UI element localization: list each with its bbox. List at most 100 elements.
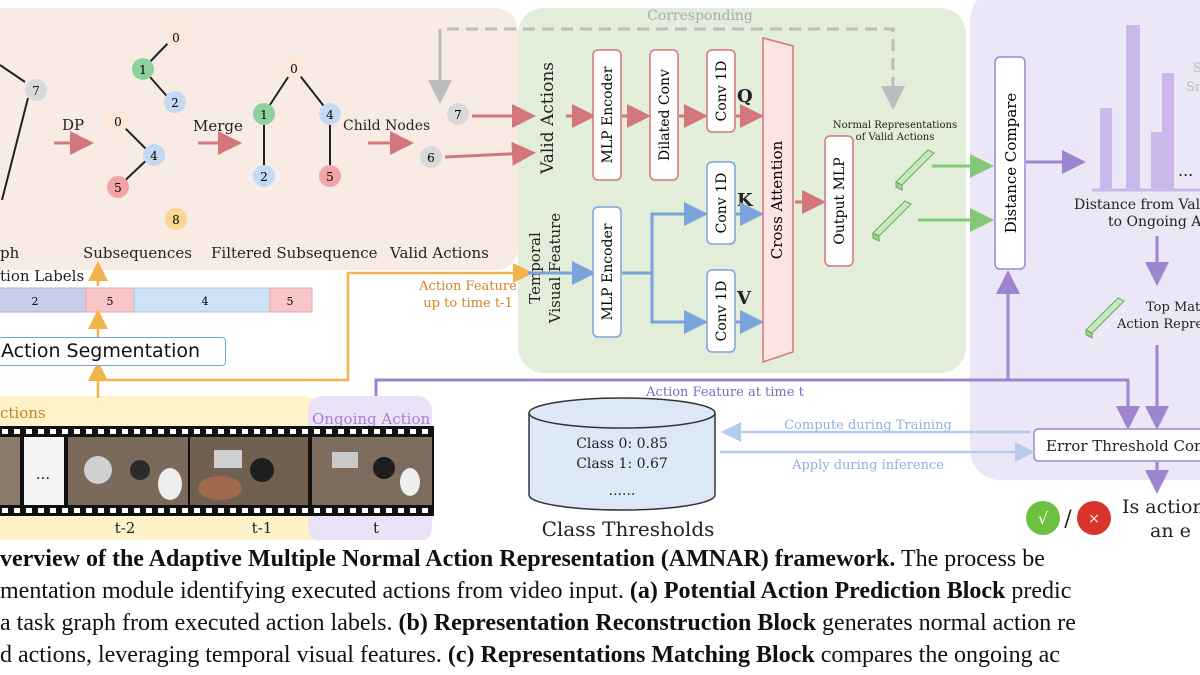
corresponding-arrow — [438, 27, 905, 110]
filtered-subsequence-label: Filtered Subsequence — [211, 244, 378, 262]
corresponding-label: Corresponding — [647, 8, 753, 24]
svg-text:2: 2 — [171, 96, 179, 110]
svg-text:Conv 1D: Conv 1D — [714, 281, 730, 342]
histogram-dots: ... — [1178, 161, 1193, 180]
distance-from-label-2: to Ongoing Ac — [1108, 214, 1200, 230]
temporal-label-2: Visual Feature — [546, 213, 564, 324]
class-0-threshold: Class 0: 0.85 — [576, 436, 668, 452]
conv1d-q-box — [706, 49, 736, 133]
subsequences-label: Subsequences — [83, 244, 192, 262]
child-nodes-label: Child Nodes — [343, 118, 430, 134]
svg-text:Distance Compare: Distance Compare — [1002, 93, 1020, 234]
merge-label: Merge — [193, 117, 243, 135]
graph-label: ph — [0, 244, 20, 262]
filtered-subsequence: 0 1 2 4 5 — [253, 57, 341, 187]
past-actions-label: ctions — [0, 404, 46, 422]
dilated-conv-box — [649, 49, 679, 181]
class-thresholds-label: Class Thresholds — [542, 517, 715, 540]
k-label: K — [737, 190, 754, 211]
action-labels-title: tion Labels — [0, 267, 84, 285]
subsequences: 0 1 2 0 4 5 8 — [107, 26, 187, 230]
class-1-threshold: Class 1: 0.67 — [576, 456, 668, 472]
svg-text:MLP Encoder: MLP Encoder — [600, 223, 616, 320]
task-graph: 7 — [0, 64, 47, 201]
dp-label: DP — [62, 116, 84, 134]
caption-line-4: d actions, leveraging temporal visual fe… — [0, 642, 1060, 668]
svg-text:Conv 1D: Conv 1D — [714, 61, 730, 122]
svg-text:1: 1 — [260, 108, 268, 122]
svg-text:5: 5 — [114, 181, 122, 195]
svg-text:8: 8 — [172, 213, 180, 227]
svg-text:5: 5 — [107, 295, 114, 308]
caption-line-3: a task graph from executed action labels… — [0, 610, 1076, 636]
time-label-t: t — [373, 519, 379, 537]
time-label-t1: t-1 — [252, 519, 273, 537]
film-strip — [0, 426, 434, 516]
top-match-vector — [1085, 297, 1125, 339]
normal-representation-vectors — [872, 149, 935, 242]
check-icon — [1026, 501, 1060, 535]
action-label-bar: 2 5 4 5 — [0, 287, 313, 313]
action-feature-t-label: Action Feature at time t — [645, 385, 804, 400]
output-mlp-box — [824, 135, 854, 267]
s-text-2: Sr — [1186, 80, 1200, 95]
action-segmentation-label: Action Segmentation — [1, 340, 201, 362]
svg-text:√: √ — [1038, 509, 1049, 528]
v-label: V — [736, 288, 752, 309]
svg-text:4: 4 — [150, 149, 158, 163]
action-feature-upto-arrow — [98, 263, 533, 382]
mlp-encoder-red — [592, 49, 622, 181]
frame-ellipsis: ... — [36, 465, 50, 483]
action-feature-upto-label-2: up to time t-1 — [423, 296, 512, 311]
action-feature-upto-label-1: Action Feature — [418, 279, 517, 294]
caption-line-1: verview of the Adaptive Multiple Normal … — [0, 546, 1045, 572]
svg-text:4: 4 — [326, 108, 334, 122]
svg-text:7: 7 — [454, 108, 462, 122]
svg-text:4: 4 — [202, 295, 209, 308]
ongoing-action-label: Ongoing Action — [312, 410, 431, 428]
svg-text:1: 1 — [139, 63, 147, 77]
svg-text:6: 6 — [427, 151, 435, 165]
temporal-label-1: Temporal — [526, 232, 544, 304]
svg-text:7: 7 — [32, 84, 40, 98]
valid-actions-label: Valid Actions — [389, 244, 489, 262]
conv1d-k-box — [706, 161, 736, 245]
cross-attention-box — [762, 37, 794, 364]
cross-icon — [1077, 501, 1111, 535]
conv1d-v-box — [706, 269, 736, 353]
panel-c — [970, 0, 1200, 480]
distance-histogram — [1092, 25, 1200, 192]
distance-from-label-1: Distance from Vali — [1074, 197, 1200, 213]
framework-diagram: 7 ph tion Labels DP 0 1 2 0 4 5 8 Subseq… — [0, 0, 1200, 540]
svg-text:0: 0 — [290, 62, 298, 76]
svg-text:Cross Attention: Cross Attention — [768, 140, 786, 259]
slash-separator: / — [1064, 507, 1072, 532]
class-threshold-dots: ...... — [609, 483, 636, 499]
svg-text:Dilated Conv: Dilated Conv — [657, 69, 673, 161]
svg-text:0: 0 — [114, 115, 122, 129]
graph-node-7 — [25, 79, 47, 101]
caption-line-2: mentation module identifying executed ac… — [0, 578, 1072, 604]
normal-reps-label-2: of Valid Actions — [856, 132, 935, 143]
valid-actions-vertical: Valid Actions — [538, 62, 558, 175]
svg-text:Output MLP: Output MLP — [832, 157, 848, 244]
apply-label: Apply during inference — [791, 458, 944, 473]
svg-text:5: 5 — [287, 295, 294, 308]
q-label: Q — [737, 86, 753, 107]
svg-text:Error Threshold Con: Error Threshold Con — [1046, 437, 1200, 455]
svg-text:×: × — [1088, 511, 1100, 527]
svg-text:MLP Encoder: MLP Encoder — [600, 66, 616, 163]
distance-compare-box — [994, 56, 1026, 270]
panel-b — [518, 8, 966, 373]
normal-reps-label-1: Normal Representations — [833, 120, 957, 131]
action-feature-t-arrow — [374, 378, 1140, 430]
mlp-encoder-blue — [592, 206, 622, 338]
svg-text:5: 5 — [326, 170, 334, 184]
class-thresholds-db — [528, 397, 716, 511]
compute-label: Compute during Training — [784, 418, 952, 433]
video-frame-gap — [24, 437, 64, 505]
time-label-t2: t-2 — [115, 519, 136, 537]
valid-node-6 — [420, 146, 442, 168]
svg-text:0: 0 — [172, 31, 180, 45]
top-match-label-1: Top Mat — [1146, 300, 1200, 315]
